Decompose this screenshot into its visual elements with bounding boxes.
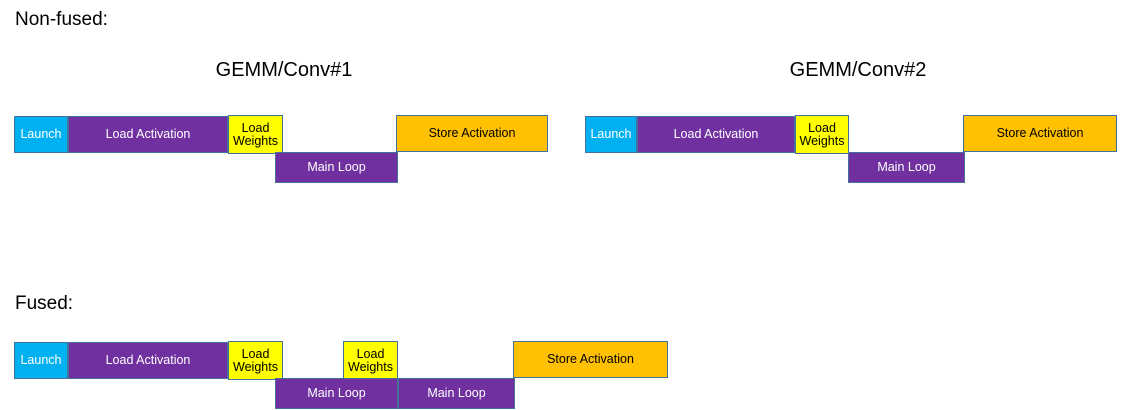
- nonfused-g2-main-loop-label: Main Loop: [877, 160, 936, 175]
- fused-load-activation-bar: Load Activation: [68, 342, 228, 379]
- nonfused-g1-load-weights-bar: Load Weights: [228, 115, 283, 154]
- fused-main-loop-1-bar: Main Loop: [275, 378, 398, 409]
- fused-load-weights-2-bar: Load Weights: [343, 341, 398, 380]
- nonfused-g2-load-activation-bar: Load Activation: [637, 116, 795, 153]
- fused-main-loop-2-label: Main Loop: [427, 386, 486, 401]
- fused-launch-bar: Launch: [14, 342, 68, 379]
- fused-main-loop-1-label: Main Loop: [307, 386, 366, 401]
- nonfused-g2-launch-bar: Launch: [585, 116, 637, 153]
- nonfused-g2-load-activation-label: Load Activation: [673, 127, 759, 142]
- nonfused-g1-main-loop-bar: Main Loop: [275, 152, 398, 183]
- nonfused-g2-main-loop-bar: Main Loop: [848, 152, 965, 183]
- fused-store-activation-bar: Store Activation: [513, 341, 668, 378]
- group-title-gemm-conv-2: GEMM/Conv#2: [789, 59, 927, 81]
- fused-load-weights-2-label: Load Weights: [348, 346, 393, 374]
- nonfused-g1-load-weights-label: Load Weights: [233, 120, 278, 148]
- nonfused-g2-store-activation-bar: Store Activation: [963, 115, 1117, 152]
- nonfused-g2-load-weights-label: Load Weights: [799, 120, 845, 148]
- nonfused-g1-main-loop-label: Main Loop: [307, 160, 366, 175]
- nonfused-g1-load-activation-bar: Load Activation: [68, 116, 228, 153]
- nonfused-g2-launch-label: Launch: [590, 127, 632, 142]
- fused-main-loop-2-bar: Main Loop: [398, 378, 515, 409]
- fused-load-weights-1-bar: Load Weights: [228, 341, 283, 380]
- section-label-fused: Fused:: [15, 293, 74, 314]
- nonfused-g2-load-weights-bar: Load Weights: [795, 115, 849, 154]
- nonfused-g1-launch-bar: Launch: [14, 116, 68, 153]
- nonfused-g1-launch-label: Launch: [20, 127, 62, 142]
- fused-load-weights-1-label: Load Weights: [233, 346, 278, 374]
- fused-launch-label: Launch: [20, 353, 62, 368]
- fused-store-activation-label: Store Activation: [547, 352, 634, 367]
- nonfused-g1-store-activation-bar: Store Activation: [396, 115, 548, 152]
- fused-load-activation-label: Load Activation: [105, 353, 191, 368]
- nonfused-g1-load-activation-label: Load Activation: [105, 127, 191, 142]
- nonfused-g2-store-activation-label: Store Activation: [996, 126, 1084, 141]
- group-title-gemm-conv-1: GEMM/Conv#1: [215, 59, 353, 81]
- section-label-non-fused: Non-fused:: [15, 9, 108, 30]
- nonfused-g1-store-activation-label: Store Activation: [428, 126, 516, 141]
